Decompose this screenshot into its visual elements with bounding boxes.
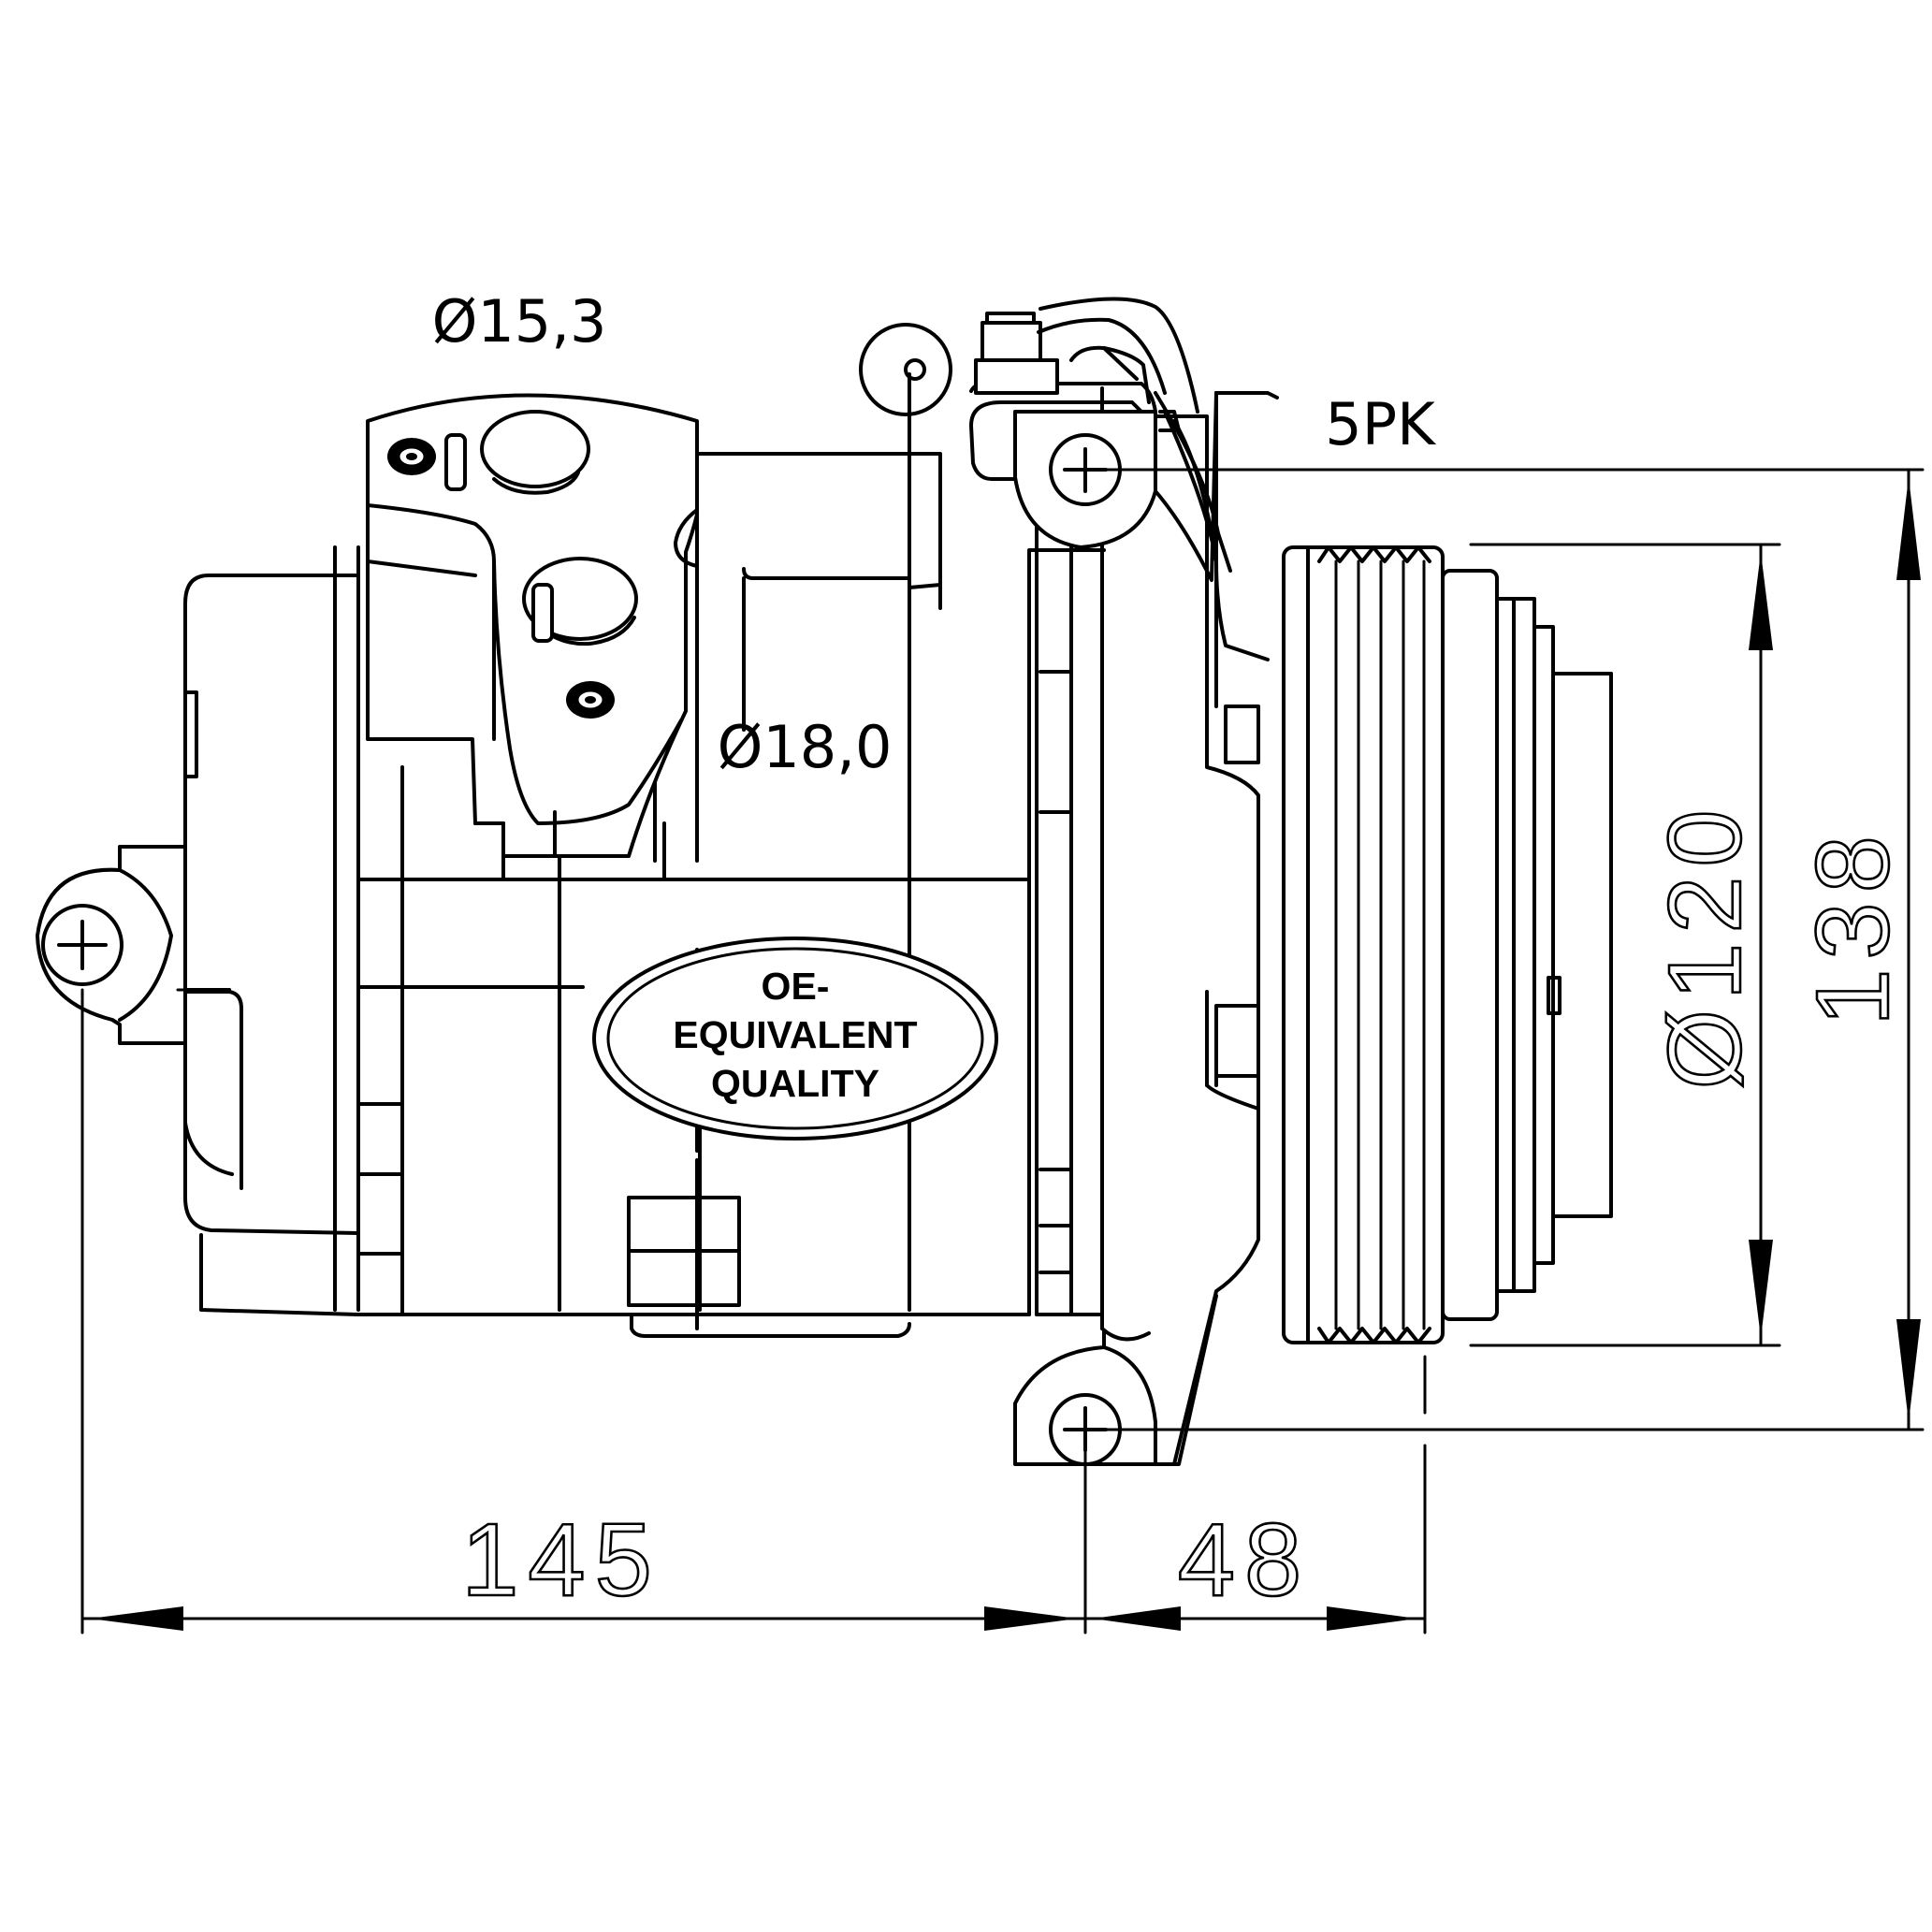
switch-disc	[859, 323, 952, 416]
oe-quality-stamp: OE- EQUIVALENT QUALITY	[592, 937, 998, 1140]
dim-pulley-diameter: Ø120	[1648, 800, 1763, 1089]
clutch-plate-1	[1441, 569, 1499, 1321]
dimension-lines	[80, 468, 1925, 1634]
pulley	[1282, 545, 1613, 1344]
front-housing	[1027, 386, 1279, 1466]
dim-overall-length: 145	[461, 1503, 661, 1618]
stamp-line-1: OE-	[762, 965, 830, 1008]
port-pin-2	[531, 583, 554, 643]
stamp-line-3: QUALITY	[711, 1062, 879, 1105]
pulley-grooves	[1317, 545, 1431, 1344]
switch-nut	[981, 321, 1042, 362]
bottom-mount-ear	[1013, 1294, 1218, 1466]
dim-suction-diameter: Ø15,3	[432, 287, 607, 356]
pressure-switch	[859, 297, 1270, 661]
dim-discharge-diameter: Ø18,0	[718, 713, 893, 781]
left-mount-ear	[36, 845, 231, 1045]
suction-port	[480, 410, 590, 488]
left-mount-bolt-hole	[41, 904, 123, 986]
rear-cover	[176, 545, 360, 1316]
dim-mount-height: 138	[1795, 826, 1910, 1026]
stamp-line-2: EQUIVALENT	[673, 1013, 917, 1056]
port-manifold	[366, 393, 699, 881]
port-pin	[444, 433, 467, 491]
housing-bolt-lower	[1214, 1004, 1260, 1078]
dim-pulley-offset: 48	[1178, 1503, 1311, 1618]
dim-belt-profile: 5PK	[1325, 390, 1436, 458]
housing-bolt-upper	[1224, 705, 1260, 764]
clutch-plate-3	[1533, 625, 1555, 1265]
clutch-hub	[1551, 672, 1613, 1218]
